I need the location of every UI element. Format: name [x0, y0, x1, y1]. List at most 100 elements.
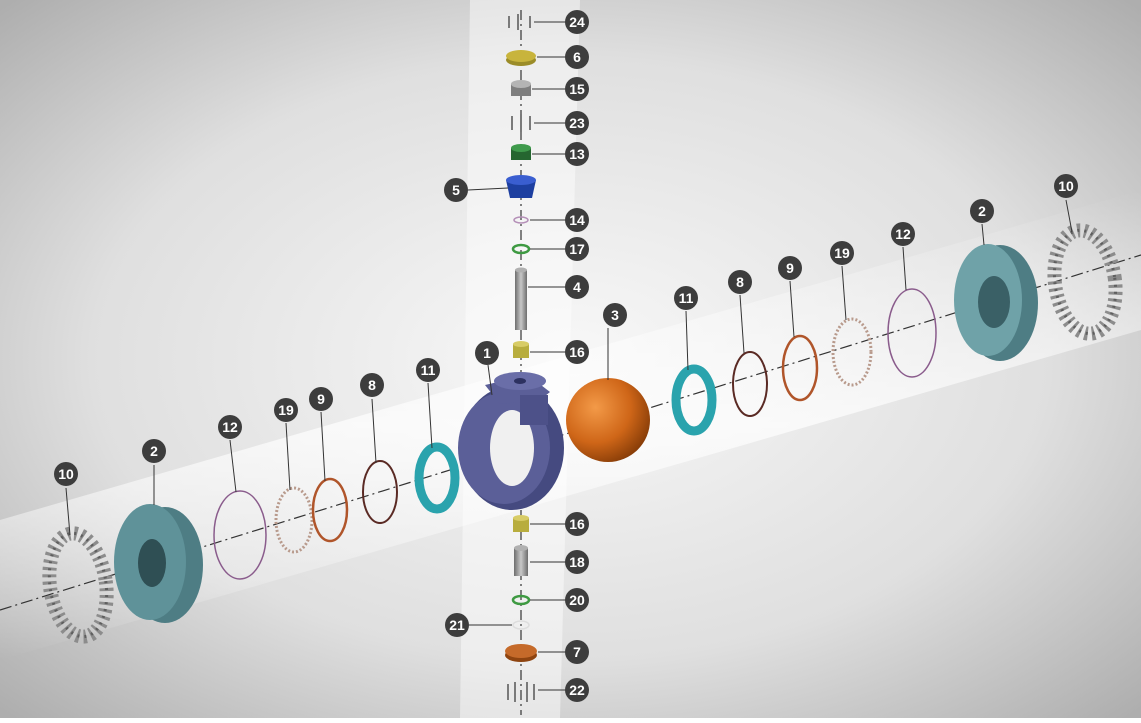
- callout-19-right: 19: [830, 241, 854, 265]
- part-2-left-flange: [114, 504, 203, 623]
- svg-text:14: 14: [569, 212, 585, 228]
- svg-text:11: 11: [421, 362, 436, 378]
- callout-24: 24: [565, 10, 589, 34]
- svg-text:16: 16: [569, 344, 585, 360]
- part-19-right-spring-ring: [831, 317, 873, 387]
- svg-text:9: 9: [317, 391, 325, 407]
- callout-14: 14: [565, 208, 589, 232]
- callout-5: 5: [444, 178, 468, 202]
- part-16-upper-bushing: [513, 341, 529, 358]
- light-beam-vertical: [460, 0, 580, 718]
- svg-text:22: 22: [569, 682, 585, 698]
- callout-1: 1: [475, 341, 499, 365]
- part-17-o-ring: [511, 243, 531, 255]
- part-12-left-gasket: [213, 490, 267, 580]
- svg-text:12: 12: [222, 419, 238, 435]
- part-8-right-ring: [732, 351, 768, 417]
- part-13-gland: [511, 144, 531, 160]
- svg-text:20: 20: [569, 592, 585, 608]
- svg-text:19: 19: [278, 402, 294, 418]
- part-1-body: [458, 372, 564, 510]
- svg-text:18: 18: [569, 554, 585, 570]
- callout-9-left: 9: [309, 387, 333, 411]
- part-4-stem: [515, 267, 527, 330]
- svg-text:10: 10: [58, 466, 74, 482]
- part-14-washer: [513, 216, 529, 224]
- svg-text:1: 1: [483, 345, 491, 361]
- callout-21: 21: [445, 613, 469, 637]
- callout-18: 18: [565, 550, 589, 574]
- svg-text:15: 15: [569, 81, 585, 97]
- callout-22: 22: [565, 678, 589, 702]
- part-7-bottom-cover: [505, 644, 537, 662]
- svg-text:21: 21: [449, 617, 465, 633]
- part-24-screws: [508, 14, 531, 30]
- svg-text:13: 13: [569, 146, 585, 162]
- svg-text:10: 10: [1058, 178, 1074, 194]
- callout-10-left: 10: [54, 462, 78, 486]
- part-5-handle-adapter: [506, 175, 536, 198]
- part-22-bolts: [507, 682, 535, 702]
- part-11-right-seat-ring: [671, 364, 717, 436]
- callout-17: 17: [565, 237, 589, 261]
- svg-text:4: 4: [573, 279, 581, 295]
- callout-12-right: 12: [891, 222, 915, 246]
- part-2-right-flange: [954, 244, 1038, 361]
- part-11-left-seat-ring: [414, 442, 460, 514]
- callout-10-right: 10: [1054, 174, 1078, 198]
- svg-text:23: 23: [569, 115, 585, 131]
- callout-15: 15: [565, 77, 589, 101]
- callout-23: 23: [565, 111, 589, 135]
- part-9-right-ring: [781, 334, 819, 402]
- part-21-washer: [512, 620, 530, 630]
- part-3-ball: [566, 378, 650, 462]
- callout-19-left: 19: [274, 398, 298, 422]
- leader-lines: [65, 21, 1073, 691]
- callout-11-left: 11: [416, 358, 440, 382]
- part-23-screws: [511, 114, 531, 132]
- part-12-right-gasket: [887, 288, 937, 378]
- part-19-left-spring-ring: [274, 486, 314, 554]
- callout-7: 7: [565, 640, 589, 664]
- svg-text:16: 16: [569, 516, 585, 532]
- callout-6: 6: [565, 45, 589, 69]
- part-9-left-ring: [311, 477, 349, 543]
- callout-8-left: 8: [360, 373, 384, 397]
- svg-text:8: 8: [736, 274, 744, 290]
- svg-text:17: 17: [569, 241, 585, 257]
- svg-text:9: 9: [786, 260, 794, 276]
- callout-2-right: 2: [970, 199, 994, 223]
- callout-11-right: 11: [674, 286, 698, 310]
- callout-12-left: 12: [218, 415, 242, 439]
- part-20-o-ring: [511, 594, 531, 606]
- callout-2-left: 2: [142, 439, 166, 463]
- svg-text:6: 6: [573, 49, 581, 65]
- part-10-right-bolt-set: [1047, 223, 1123, 341]
- callout-8-right: 8: [728, 270, 752, 294]
- svg-text:2: 2: [978, 203, 986, 219]
- svg-text:7: 7: [573, 644, 581, 660]
- callout-9-right: 9: [778, 256, 802, 280]
- svg-text:19: 19: [834, 245, 850, 261]
- part-18-lower-stem: [514, 545, 528, 576]
- svg-text:12: 12: [895, 226, 911, 242]
- part-16-lower-bushing: [513, 515, 529, 532]
- svg-text:2: 2: [150, 443, 158, 459]
- callout-3: 3: [603, 303, 627, 327]
- callout-16-upper: 16: [565, 340, 589, 364]
- callout-13: 13: [565, 142, 589, 166]
- part-10-left-bolt-set: [42, 526, 114, 644]
- part-15-nut: [511, 80, 531, 96]
- svg-text:11: 11: [679, 290, 694, 306]
- part-8-left-ring: [362, 460, 398, 524]
- svg-text:8: 8: [368, 377, 376, 393]
- part-6-top-disc: [506, 50, 536, 66]
- svg-text:24: 24: [569, 14, 585, 30]
- callout-16-lower: 16: [565, 512, 589, 536]
- svg-text:5: 5: [452, 182, 460, 198]
- callout-20: 20: [565, 588, 589, 612]
- svg-text:3: 3: [611, 307, 619, 323]
- callout-4: 4: [565, 275, 589, 299]
